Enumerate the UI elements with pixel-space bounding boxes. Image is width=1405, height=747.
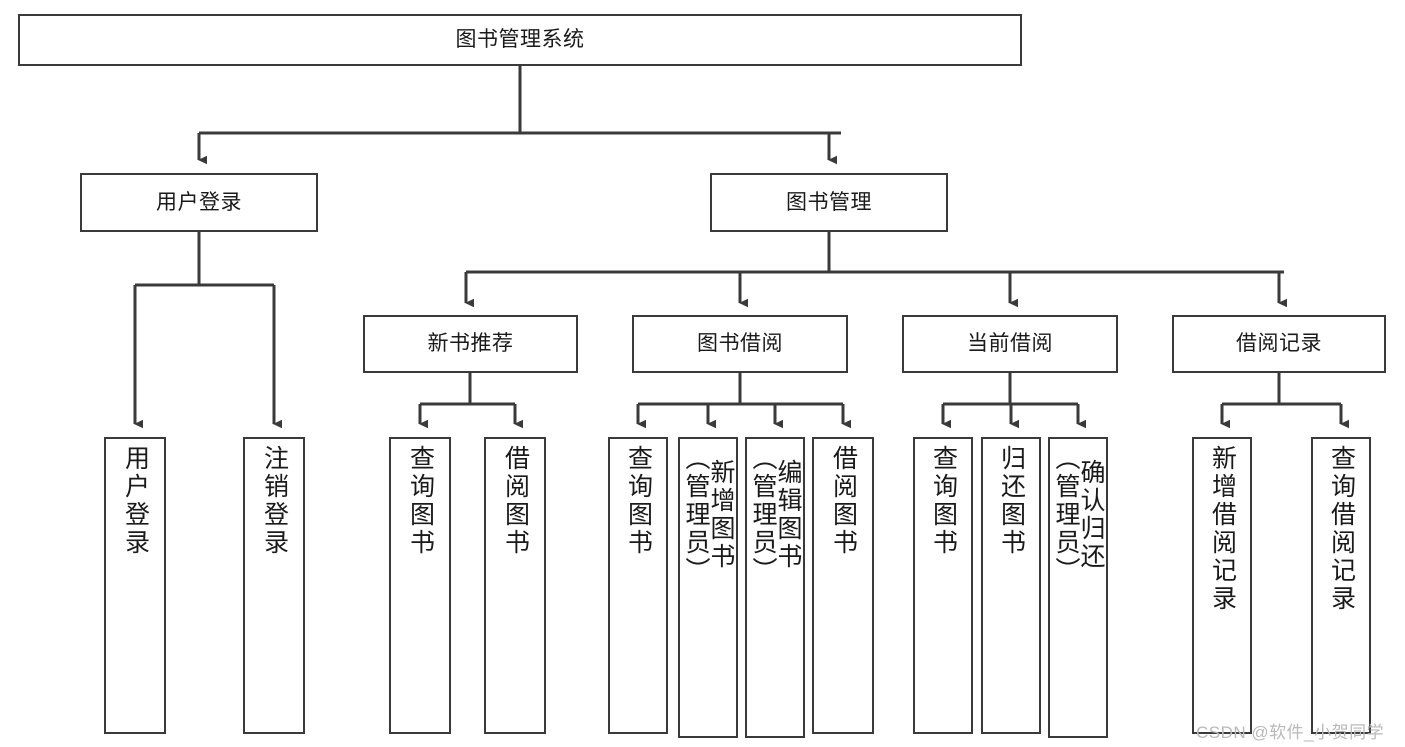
node-borrow-record[interactable]: 借阅记录 — [1172, 315, 1386, 373]
node-book-borrow-label: 图书借阅 — [697, 332, 783, 356]
node-user-login-label: 用户登录 — [156, 190, 242, 214]
leaf-query-book-borrow-label: 查询图书 — [624, 445, 653, 557]
leaf-return-book[interactable]: 归还图书 — [981, 437, 1041, 734]
leaf-user-login[interactable]: 用户登录 — [104, 437, 166, 734]
leaf-lend-book-label: 借阅图书 — [829, 445, 858, 557]
node-book-borrow[interactable]: 图书借阅 — [632, 315, 848, 373]
leaf-query-book-recommend-label: 查询图书 — [406, 445, 435, 557]
leaf-confirm-return-admin-label: 确认归还 （管理员） — [1052, 445, 1105, 585]
leaf-edit-book-admin[interactable]: 编辑图书 （管理员） — [745, 437, 805, 738]
node-book-management[interactable]: 图书管理 — [710, 173, 948, 232]
leaf-add-borrow-record-label: 新增借阅记录 — [1208, 445, 1237, 613]
leaf-user-logout[interactable]: 注销登录 — [243, 437, 305, 734]
node-book-management-label: 图书管理 — [786, 190, 872, 214]
leaf-lend-book[interactable]: 借阅图书 — [812, 437, 874, 734]
leaf-borrow-book-recommend-label: 借阅图书 — [501, 445, 530, 557]
node-borrow-record-label: 借阅记录 — [1236, 332, 1322, 356]
leaf-return-book-label: 归还图书 — [997, 445, 1026, 557]
leaf-query-borrow-record-label: 查询借阅记录 — [1327, 445, 1356, 613]
leaf-query-book-current[interactable]: 查询图书 — [913, 437, 973, 734]
node-new-book-recommend[interactable]: 新书推荐 — [363, 315, 578, 373]
leaf-query-borrow-record[interactable]: 查询借阅记录 — [1311, 437, 1371, 734]
leaf-query-book-recommend[interactable]: 查询图书 — [389, 437, 451, 734]
node-user-login[interactable]: 用户登录 — [80, 173, 318, 232]
node-current-borrow[interactable]: 当前借阅 — [902, 315, 1118, 373]
leaf-add-book-admin-label: 新增图书 （管理员） — [682, 445, 735, 585]
leaf-confirm-return-admin[interactable]: 确认归还 （管理员） — [1048, 437, 1108, 738]
leaf-user-login-label: 用户登录 — [121, 445, 150, 557]
node-root[interactable]: 图书管理系统 — [18, 14, 1022, 66]
node-new-book-recommend-label: 新书推荐 — [427, 332, 514, 356]
node-root-label: 图书管理系统 — [455, 28, 585, 52]
leaf-query-book-current-label: 查询图书 — [929, 445, 958, 557]
leaf-user-logout-label: 注销登录 — [260, 445, 289, 557]
node-current-borrow-label: 当前借阅 — [967, 332, 1053, 356]
leaf-edit-book-admin-label: 编辑图书 （管理员） — [749, 445, 802, 585]
leaf-add-book-admin[interactable]: 新增图书 （管理员） — [678, 437, 738, 738]
leaf-borrow-book-recommend[interactable]: 借阅图书 — [484, 437, 546, 734]
leaf-query-book-borrow[interactable]: 查询图书 — [608, 437, 668, 734]
leaf-add-borrow-record[interactable]: 新增借阅记录 — [1192, 437, 1252, 734]
